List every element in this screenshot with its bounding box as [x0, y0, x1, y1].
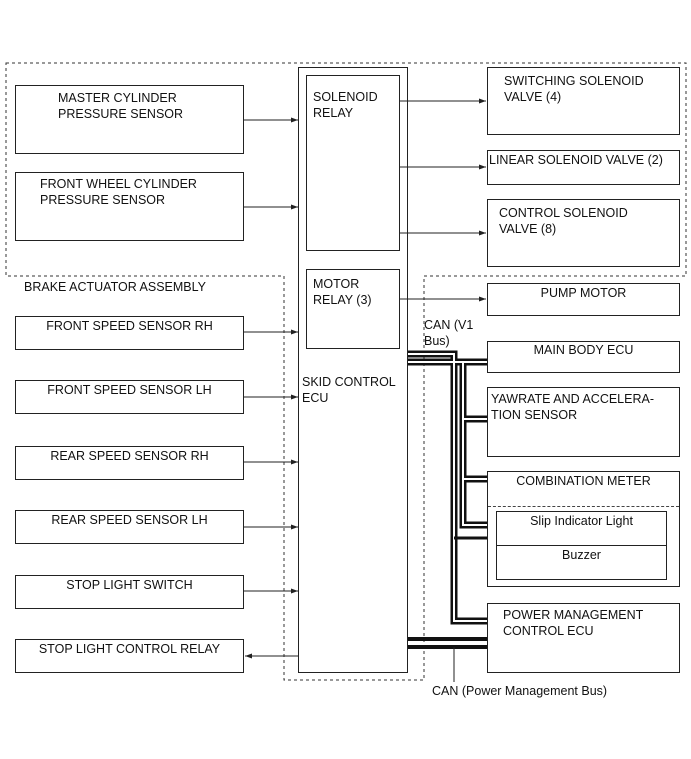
- can-v1-bus: [408, 350, 487, 625]
- stop-light-switch-box: STOP LIGHT SWITCH: [15, 575, 244, 609]
- buzzer-label: Buzzer: [562, 548, 601, 562]
- solenoid-relay-label: SOLENOID RELAY: [313, 90, 378, 120]
- skid-control-ecu-label: SKID CONTROL ECU: [302, 375, 396, 405]
- switching-valve-label: SWITCHING SOLENOID VALVE (4): [504, 74, 644, 104]
- slip-indicator-box: Slip Indicator Light: [496, 511, 667, 546]
- front-speed-lh-label: FRONT SPEED SENSOR LH: [47, 383, 212, 397]
- can-power-management-label: CAN (Power Management Bus): [432, 684, 608, 698]
- switching-valve-box: [487, 67, 680, 135]
- power-mgmt-ecu-box: [487, 603, 680, 673]
- control-valve-box: [487, 199, 680, 267]
- solenoid-relay-box: [306, 75, 400, 251]
- power-mgmt-ecu-label: POWER MANAGEMENT CONTROL ECU: [503, 608, 644, 638]
- rear-speed-lh-box: REAR SPEED SENSOR LH: [15, 510, 244, 544]
- front-wheel-cylinder-label: FRONT WHEEL CYLINDER PRESSURE SENSOR: [40, 177, 197, 207]
- front-speed-rh-label: FRONT SPEED SENSOR RH: [46, 319, 213, 333]
- yawrate-sensor-box: [487, 387, 680, 457]
- pump-motor-box: PUMP MOTOR: [487, 283, 680, 316]
- assembly-label: BRAKE ACTUATOR ASSEMBLY: [24, 280, 207, 294]
- rear-speed-rh-label: REAR SPEED SENSOR RH: [50, 449, 209, 463]
- combination-meter-box: [487, 471, 680, 587]
- combination-meter-divider: [488, 506, 679, 507]
- stop-light-relay-label: STOP LIGHT CONTROL RELAY: [38, 642, 221, 656]
- stop-light-switch-label: STOP LIGHT SWITCH: [66, 578, 193, 592]
- rear-speed-rh-box: REAR SPEED SENSOR RH: [15, 446, 244, 480]
- front-speed-lh-box: FRONT SPEED SENSOR LH: [15, 380, 244, 414]
- brake-actuator-assembly-boundary: [5, 62, 687, 681]
- pump-motor-label: PUMP MOTOR: [540, 286, 627, 300]
- input-arrows: [244, 117, 298, 659]
- motor-relay-box: [306, 269, 400, 349]
- stop-light-relay-box: STOP LIGHT CONTROL RELAY: [15, 639, 244, 673]
- main-body-ecu-label: MAIN BODY ECU: [533, 343, 634, 357]
- master-cylinder-label: MASTER CYLINDER PRESSURE SENSOR: [58, 91, 184, 121]
- main-body-ecu-box: MAIN BODY ECU: [487, 341, 680, 373]
- rear-speed-lh-label: REAR SPEED SENSOR LH: [51, 513, 208, 527]
- skid-control-ecu-box: [298, 67, 408, 673]
- can-v1-label: CAN (V1 Bus): [424, 318, 474, 348]
- linear-valve-box: [487, 150, 680, 185]
- front-speed-rh-box: FRONT SPEED SENSOR RH: [15, 316, 244, 350]
- linear-valve-label: LINEAR SOLENOID VALVE (2): [489, 153, 663, 167]
- front-wheel-cylinder-box: [15, 172, 244, 241]
- motor-relay-label: MOTOR RELAY (3): [313, 277, 372, 307]
- yawrate-sensor-label: YAWRATE AND ACCELERA- TION SENSOR: [491, 392, 654, 422]
- master-cylinder-box: [15, 85, 244, 154]
- buzzer-box: Buzzer: [496, 545, 667, 580]
- can-power-management-bus: [408, 637, 487, 682]
- control-valve-label: CONTROL SOLENOID VALVE (8): [499, 206, 628, 236]
- combination-meter-label: COMBINATION METER: [516, 474, 651, 488]
- output-arrows: [400, 98, 486, 302]
- slip-indicator-label: Slip Indicator Light: [530, 514, 633, 528]
